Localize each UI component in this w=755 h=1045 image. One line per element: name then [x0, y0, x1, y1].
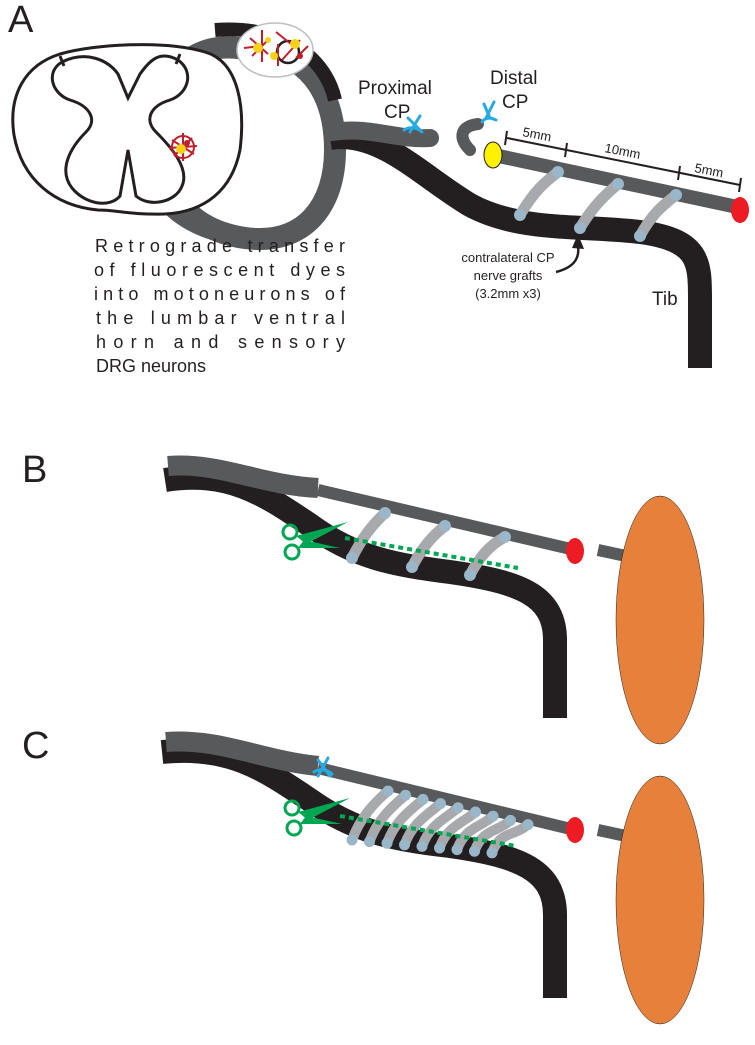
cp-nerve-c-muscle-branch: [596, 824, 628, 842]
graft-label-line1: contralateral CP: [461, 250, 554, 265]
graft-end-c: [469, 845, 480, 857]
graft-end-c: [434, 842, 445, 854]
length-label-5mm-a: 5mm: [521, 124, 552, 144]
scissors-icon-c: [283, 798, 350, 837]
muscle-b: [615, 495, 705, 745]
graft-end-c: [416, 840, 428, 852]
tibial-nerve-a: [328, 125, 712, 368]
graft-end-c: [451, 844, 463, 856]
nerve-grafts-b: [346, 507, 511, 581]
scissors-icon: [281, 522, 348, 561]
graft-end-c: [435, 798, 446, 810]
proximal-cp-stump: [323, 121, 439, 148]
caption-line-5: horn and sensory: [96, 332, 345, 352]
graft-end-c: [346, 834, 358, 846]
labeled-motoneurons: [168, 133, 198, 161]
graft-end-c: [399, 839, 410, 851]
tibial-nerve-b: [163, 465, 567, 718]
measurement-bar: [504, 130, 742, 193]
proximal-end-marker: [483, 141, 503, 169]
graft-end-c: [487, 810, 499, 822]
clip-icon: [402, 100, 498, 134]
panel-label-a: A: [8, 0, 34, 41]
tibial-nerve-c: [160, 738, 567, 998]
graft-label-line3: (3.2mm x3): [475, 286, 541, 301]
proximal-label: Proximal: [358, 78, 432, 99]
distal-cp-label: CP: [502, 92, 528, 113]
graft-arrow: [555, 245, 580, 274]
graft-end-c: [400, 789, 411, 801]
panel-label-b: B: [22, 449, 47, 491]
drg: [236, 22, 314, 78]
caption-line-6: DRG neurons: [96, 356, 206, 376]
graft-end-c: [452, 802, 464, 814]
caption-line-2: of fluorescent dyes: [94, 260, 345, 280]
proximal-cp-label: CP: [384, 102, 410, 123]
graft-end-c: [505, 814, 516, 826]
length-label-5mm-b: 5mm: [693, 160, 724, 180]
caption-line-3: into motoneurons of: [94, 284, 346, 304]
tib-label: Tib: [652, 289, 678, 310]
cp-nerve-c-distal: [316, 762, 577, 836]
distal-end-marker-c: [566, 817, 584, 843]
nerve-grafts-c: [346, 785, 534, 859]
cp-nerve-c-proximal: [165, 731, 320, 776]
distal-end-marker-b: [566, 538, 584, 564]
caption: Retrograde transfer of fluorescent dyes …: [94, 236, 346, 376]
length-label-10mm: 10mm: [603, 140, 641, 162]
cut-line-c: [339, 814, 517, 848]
spinal-cord-cross-section: [11, 43, 244, 216]
cp-nerve-b-distal: [316, 484, 577, 556]
graft-end-c: [470, 806, 481, 818]
caption-line-4: the lumbar ventral: [96, 308, 345, 328]
graft-label-line2: nerve grafts: [474, 268, 543, 283]
distal-label: Distal: [490, 68, 538, 89]
cut-line-b: [344, 536, 519, 570]
graft-end-c: [381, 837, 393, 849]
cp-nerve-b-proximal: [167, 455, 319, 498]
clip-icon-c: [312, 756, 334, 778]
graft-end-c: [486, 847, 498, 859]
graft-end-c: [522, 819, 534, 831]
muscle-c: [615, 775, 705, 1025]
distal-end-marker: [731, 197, 749, 223]
cp-nerve-b-muscle-branch: [596, 544, 628, 562]
nerve-grafts-a: [514, 166, 682, 242]
graft-end-c: [364, 836, 375, 848]
graft-end-c: [417, 793, 429, 805]
panel-label-c: C: [22, 725, 49, 767]
graft-end-c: [382, 785, 394, 797]
